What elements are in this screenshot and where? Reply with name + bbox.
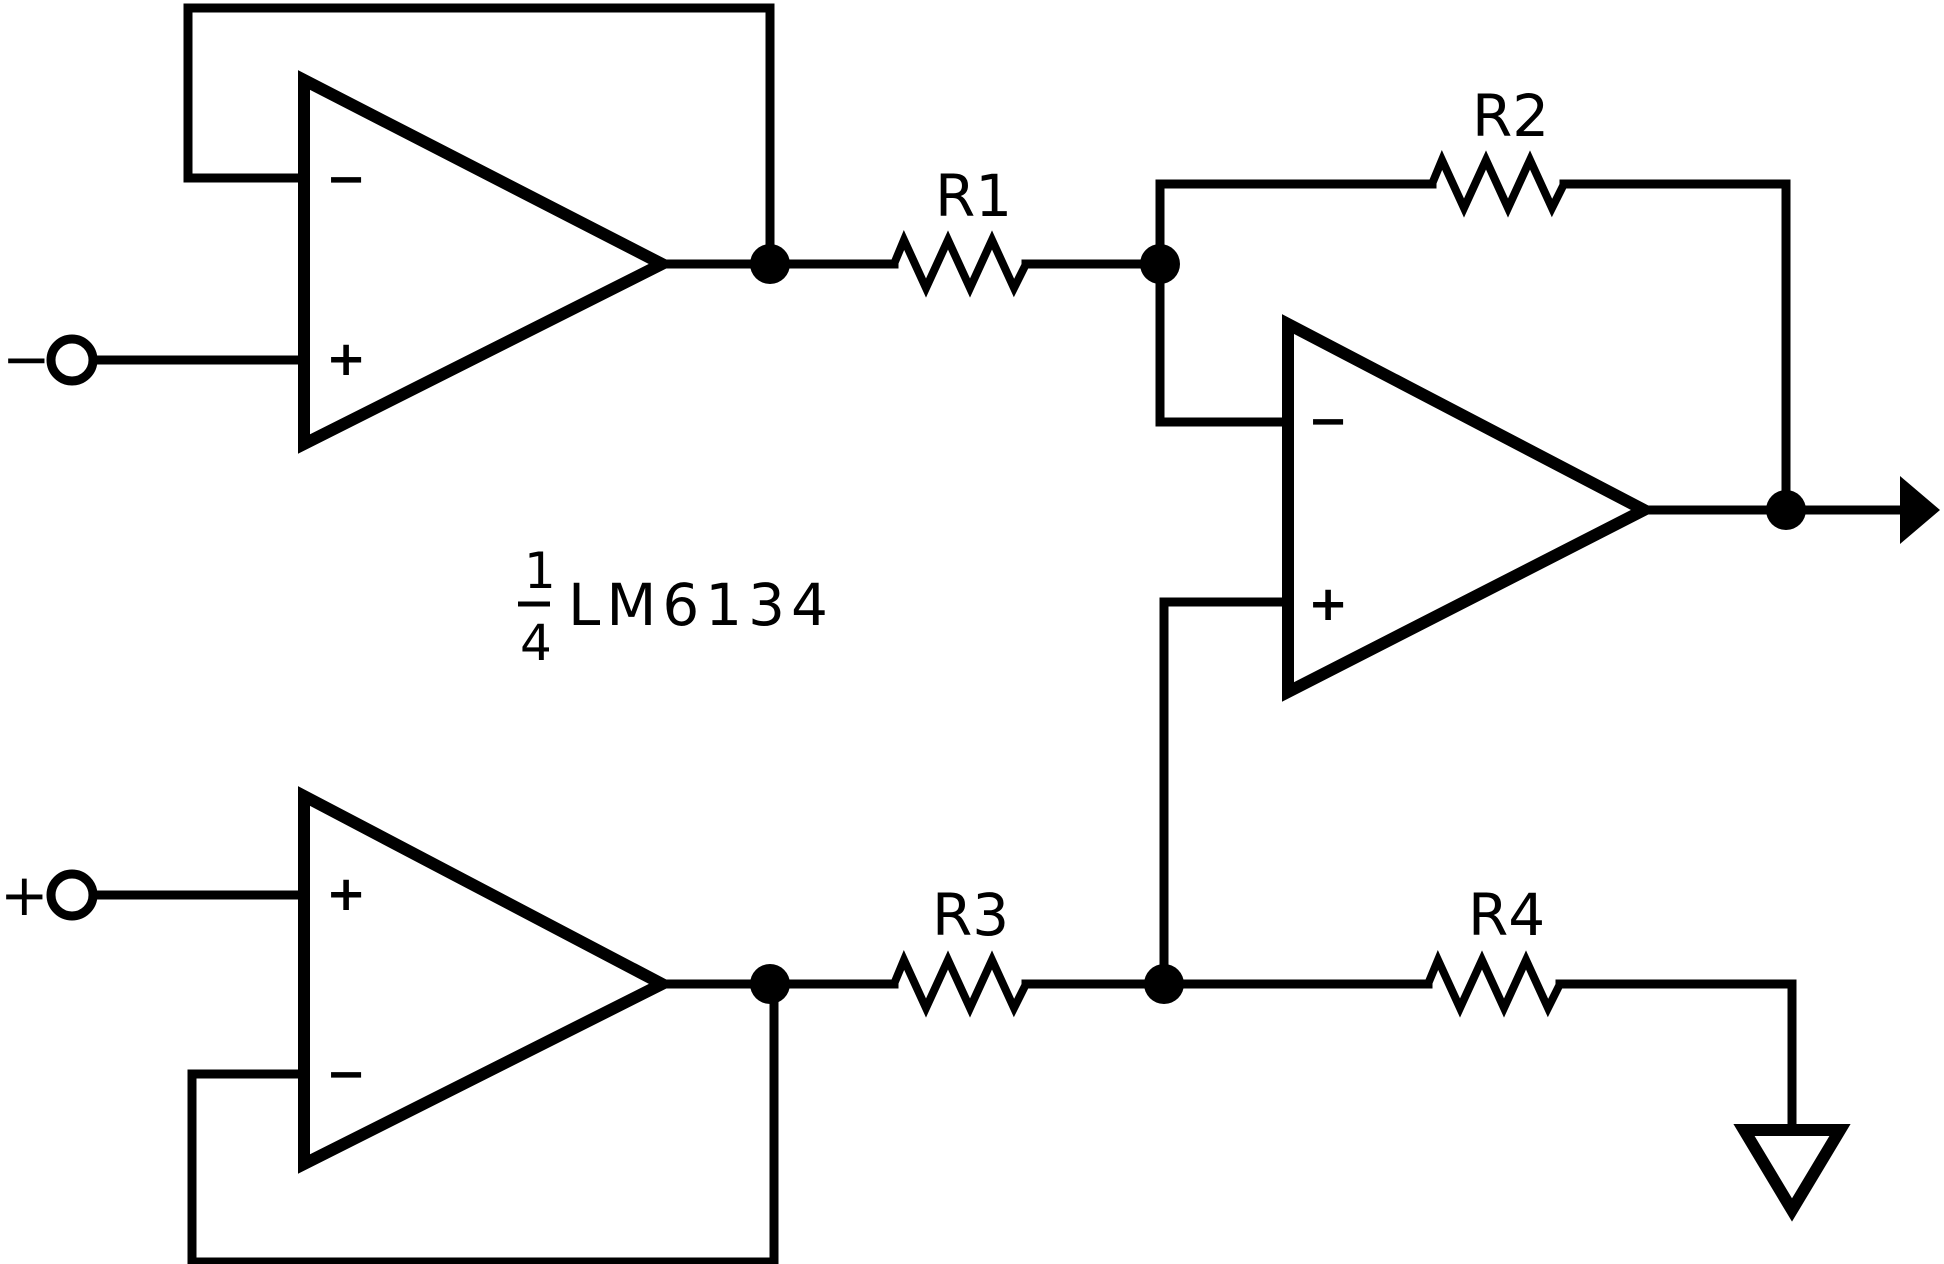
output-arrow-icon <box>1900 476 1940 544</box>
difference-opamp: − + <box>1282 314 1658 702</box>
r2-left-wire <box>1155 179 1437 269</box>
r4-label: R4 <box>1468 881 1545 949</box>
fraction-numerator: 1 <box>524 542 556 600</box>
lower-opamp-minus-pin: − <box>326 1046 366 1102</box>
part-number: LM6134 <box>568 571 834 639</box>
diff-opamp-minus-pin: − <box>1308 393 1348 449</box>
r4-to-ground-wire <box>1555 979 1797 1135</box>
summing-to-minus-wire <box>1155 259 1293 427</box>
lower-feedback-wire <box>187 979 779 1264</box>
r2-label: R2 <box>1472 82 1549 150</box>
plus-input-wire <box>1159 597 1293 989</box>
part-label: 1 4 LM6134 <box>518 542 834 672</box>
r1-label: R1 <box>935 162 1012 230</box>
resistor-r1 <box>890 230 1030 298</box>
upper-opamp-plus-pin: + <box>326 331 366 387</box>
fraction-denominator: 4 <box>520 614 552 672</box>
resistor-r3 <box>890 950 1030 1018</box>
inverting-input-label: − <box>2 325 51 393</box>
upper-buffer-opamp: − + <box>298 70 676 454</box>
diff-opamp-plus-pin: + <box>1308 576 1348 632</box>
r2-right-wire <box>1559 179 1791 515</box>
lower-opamp-plus-pin: + <box>326 866 366 922</box>
upper-opamp-minus-pin: − <box>326 151 366 207</box>
upper-feedback-wire <box>183 3 775 269</box>
noninverting-input-terminal[interactable] <box>46 869 98 921</box>
resistor-r4 <box>1424 950 1564 1018</box>
noninverting-input-label: + <box>0 861 49 929</box>
r3-label: R3 <box>932 881 1009 949</box>
resistor-r2 <box>1428 150 1568 218</box>
inverting-input-terminal[interactable] <box>46 334 98 386</box>
ground-icon <box>1733 1124 1851 1222</box>
lower-buffer-opamp: + − <box>298 786 676 1174</box>
